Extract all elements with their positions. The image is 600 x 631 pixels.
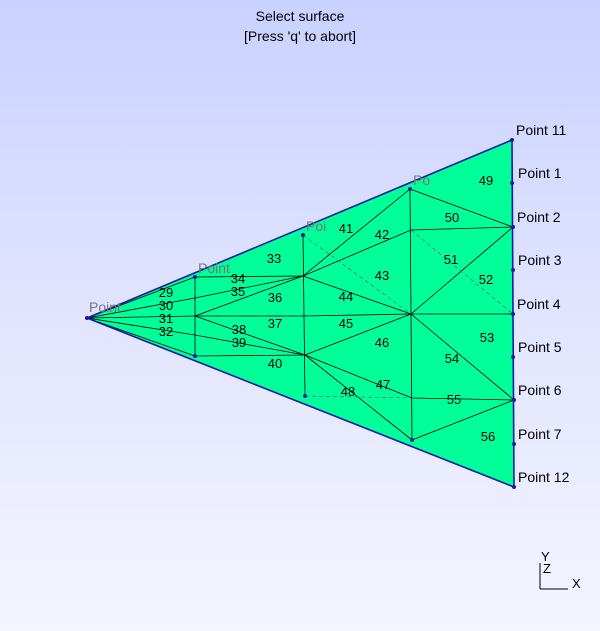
prompt-abort-hint: [Press 'q' to abort] bbox=[244, 28, 356, 44]
surface-label-40[interactable]: 40 bbox=[268, 356, 282, 371]
point-label-upper-a[interactable]: Point bbox=[198, 260, 230, 276]
point-label-upper-c[interactable]: Po bbox=[413, 172, 430, 188]
surface-label-34[interactable]: 34 bbox=[231, 271, 245, 286]
surface-label-49[interactable]: 49 bbox=[479, 173, 493, 188]
point-label-2[interactable]: Point 2 bbox=[517, 209, 561, 225]
hidden-lines bbox=[302, 229, 514, 399]
surface-label-44[interactable]: 44 bbox=[339, 289, 353, 304]
surface-label-30[interactable]: 30 bbox=[159, 298, 173, 313]
point-label-12[interactable]: Point 12 bbox=[518, 469, 570, 485]
point-label-11[interactable]: Point 11 bbox=[516, 122, 567, 138]
surface-label-31[interactable]: 31 bbox=[159, 311, 173, 326]
prompt-text: Select surface [Press 'q' to abort] bbox=[0, 6, 600, 46]
surface-label-48[interactable]: 48 bbox=[341, 384, 355, 399]
surface-label-53[interactable]: 53 bbox=[480, 330, 494, 345]
point-label-3[interactable]: Point 3 bbox=[518, 252, 562, 268]
point-label-7[interactable]: Point 7 bbox=[518, 426, 562, 442]
surface-label-50[interactable]: 50 bbox=[445, 210, 459, 225]
surface-label-47[interactable]: 47 bbox=[376, 377, 390, 392]
surface-label-36[interactable]: 36 bbox=[268, 290, 282, 305]
point-markers bbox=[85, 138, 516, 489]
surface-label-37[interactable]: 37 bbox=[268, 316, 282, 331]
axis-y-label: Y bbox=[541, 549, 550, 564]
surface-label-38[interactable]: 38 bbox=[232, 322, 246, 337]
surface-label-42[interactable]: 42 bbox=[375, 227, 389, 242]
point-label-1[interactable]: Point 1 bbox=[518, 165, 562, 181]
surface-label-51[interactable]: 51 bbox=[444, 252, 458, 267]
axis-z-label: Z bbox=[543, 561, 551, 576]
surface-label-55[interactable]: 55 bbox=[447, 392, 461, 407]
point-label-6[interactable]: Point 6 bbox=[518, 382, 562, 398]
surface-label-54[interactable]: 54 bbox=[445, 351, 459, 366]
surface-label-35[interactable]: 35 bbox=[231, 284, 245, 299]
surface-mesh-fill[interactable] bbox=[87, 140, 514, 487]
mesh-lines bbox=[86, 188, 515, 441]
surface-label-52[interactable]: 52 bbox=[479, 272, 493, 287]
surface-label-45[interactable]: 45 bbox=[339, 316, 353, 331]
axis-triad: Y Z X bbox=[539, 549, 581, 591]
point-label-5[interactable]: Point 5 bbox=[518, 339, 562, 355]
surface-label-33[interactable]: 33 bbox=[267, 251, 281, 266]
surface-label-56[interactable]: 56 bbox=[481, 429, 495, 444]
point-label-upper-b[interactable]: Poi bbox=[306, 218, 326, 234]
surface-label-41[interactable]: 41 bbox=[339, 221, 353, 236]
point-label-apex[interactable]: Point bbox=[89, 299, 121, 315]
axis-x-label: X bbox=[572, 576, 581, 591]
point-label-4[interactable]: Point 4 bbox=[517, 296, 561, 312]
prompt-title: Select surface bbox=[255, 8, 345, 24]
surface-label-32[interactable]: 32 bbox=[159, 324, 173, 339]
surface-label-39[interactable]: 39 bbox=[232, 335, 246, 350]
surface-label-43[interactable]: 43 bbox=[375, 268, 389, 283]
surface-label-29[interactable]: 29 bbox=[159, 285, 173, 300]
surface-label-46[interactable]: 46 bbox=[375, 335, 389, 350]
